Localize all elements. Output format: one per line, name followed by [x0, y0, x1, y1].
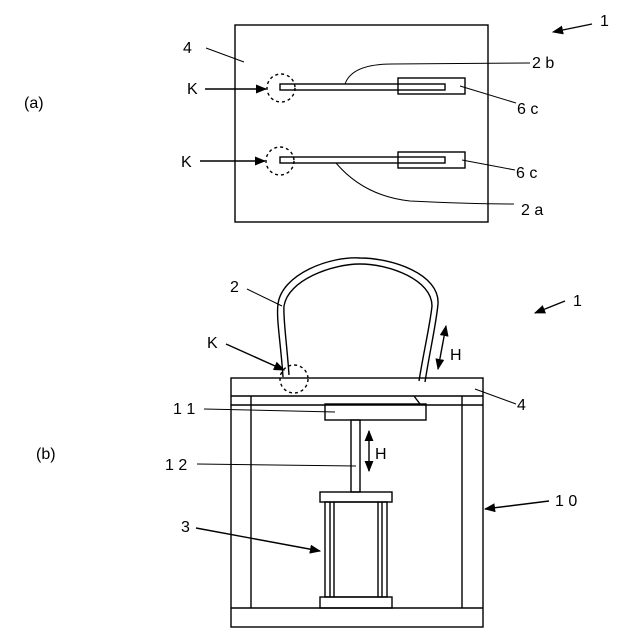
assembly-ref-arrow-a: [553, 24, 592, 32]
wire-2b: [267, 74, 465, 102]
plate-leader-a: [206, 48, 244, 62]
plate-ref-b: 4: [517, 397, 526, 414]
rod-leader: [197, 464, 356, 466]
end-fitting-bottom: [398, 152, 465, 168]
k-circle-b: [280, 365, 308, 393]
k-ref-bottom: K: [181, 154, 192, 171]
cylinder: [320, 492, 392, 608]
wire-2a-ref: 2 a: [521, 202, 543, 219]
rod: [351, 420, 360, 492]
frame-arrow: [485, 501, 549, 509]
h-arrow-upper: [438, 326, 446, 369]
wire-leader-b: [247, 289, 282, 306]
rod-ref: 1 2: [165, 457, 187, 474]
cylinder-ref: 3: [181, 519, 190, 536]
wire-ref-b: 2: [230, 279, 239, 296]
view-a: (a) 1 4 K 2 b 6 c K 6 c 2 a: [24, 13, 609, 222]
cylinder-arrow: [196, 528, 320, 551]
end-ref-bottom: 6 c: [516, 165, 537, 182]
plate-ref-a: 4: [183, 40, 192, 57]
wire-2a-body: [280, 157, 445, 163]
k-arrow-b: [226, 344, 284, 370]
end-ref-top: 6 c: [517, 101, 538, 118]
end-fitting-top: [398, 78, 465, 94]
view-b-label: (b): [36, 446, 56, 463]
wire-2b-body: [280, 84, 445, 90]
frame-ref: 1 0: [555, 493, 577, 510]
assembly-ref-a: 1: [600, 13, 609, 30]
wire-2a-leader: [336, 163, 514, 204]
cylinder-top-cap: [320, 492, 392, 502]
plunger-link: [414, 396, 420, 404]
wire-2a: [266, 147, 465, 175]
k-ref-top: K: [187, 81, 198, 98]
view-a-label: (a): [24, 95, 44, 112]
h-ref-lower: H: [375, 446, 387, 463]
plunger-head: [325, 404, 426, 420]
bent-wire-outer: [278, 258, 439, 382]
h-ref-upper: H: [450, 347, 462, 364]
k-ref-b: K: [207, 335, 218, 352]
cylinder-bottom-cap: [320, 597, 392, 608]
wire-2b-ref: 2 b: [532, 55, 554, 72]
assembly-ref-b: 1: [573, 293, 582, 310]
assembly-ref-arrow-b: [535, 301, 565, 313]
view-b: (b) 1 2 K H 4 1 0 1 1: [36, 258, 582, 627]
plunger-ref: 1 1: [173, 401, 195, 418]
wire-2b-leader: [345, 63, 530, 84]
k-circle-top: [267, 74, 295, 102]
plunger-leader: [204, 409, 335, 412]
plate-top-view: [235, 25, 488, 222]
bent-wire-inner: [284, 264, 432, 381]
